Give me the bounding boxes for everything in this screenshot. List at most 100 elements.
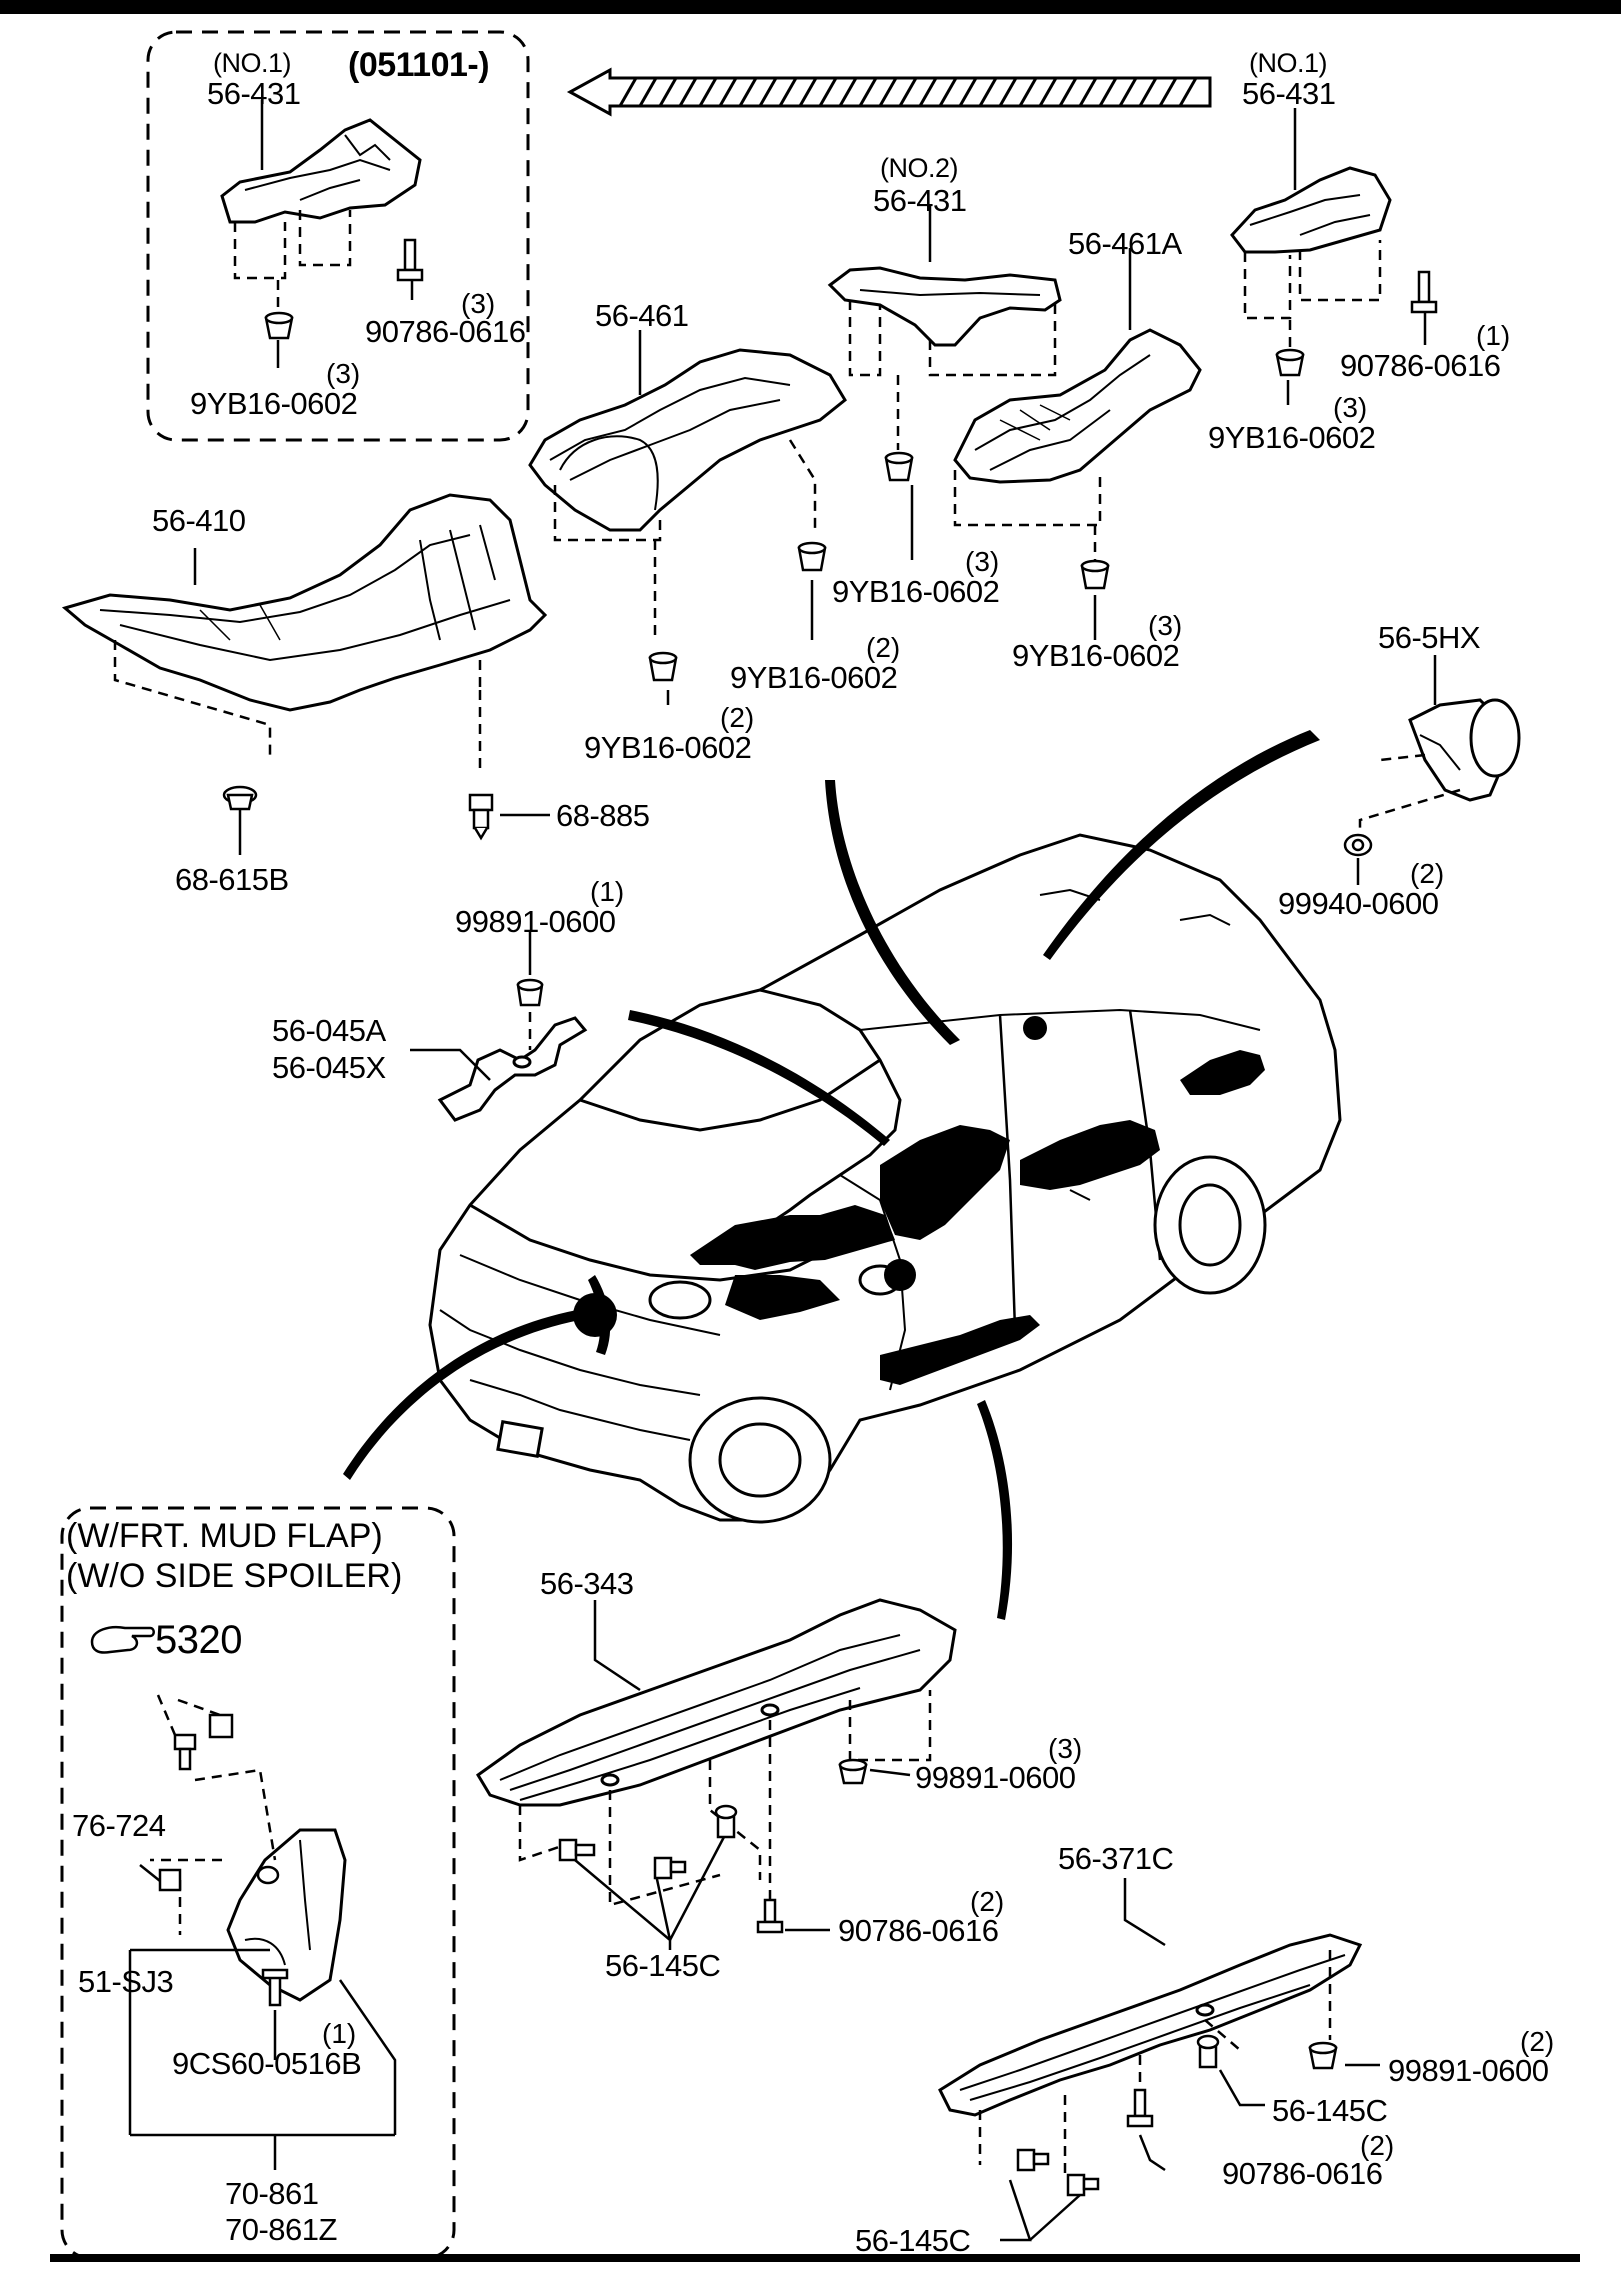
nut-9yb16-461-a bbox=[648, 651, 678, 682]
callout-56-145c-bottom: 56-145C bbox=[855, 2223, 971, 2258]
qty-9yb16-box: (3) bbox=[326, 358, 361, 389]
mud-flap-box bbox=[60, 1506, 456, 2260]
qty-90786-343: (2) bbox=[970, 1886, 1005, 1917]
change-arrow bbox=[566, 67, 1212, 117]
qty-9yb16-461a2: (2) bbox=[720, 702, 755, 733]
leader-lines-371c bbox=[978, 1950, 1332, 2180]
date-range-label: (051101-) bbox=[348, 46, 490, 84]
callout-90786-371c: 90786-0616 bbox=[1222, 2156, 1383, 2191]
qty-9yb16-461b: (2) bbox=[866, 632, 901, 663]
qty-9yb16-no2: (3) bbox=[965, 546, 1000, 577]
pointer-sweeps bbox=[343, 730, 1320, 1620]
qty-99891-343: (3) bbox=[1048, 1733, 1083, 1764]
part-56-5hx bbox=[1408, 698, 1521, 802]
qty-99891-371c: (2) bbox=[1520, 2026, 1555, 2057]
bolt-90786-right bbox=[1410, 270, 1438, 314]
callout-56-045x: 56-045X bbox=[272, 1050, 386, 1085]
callout-9cs60: 9CS60-0516B bbox=[172, 2046, 362, 2081]
nut-9yb16-box bbox=[264, 311, 294, 340]
leader-lines-5hx bbox=[1358, 753, 1461, 830]
callout-99891-top: 99891-0600 bbox=[455, 904, 616, 939]
leader-solid-no2 bbox=[910, 205, 932, 560]
callout-99891-371c: 99891-0600 bbox=[1388, 2053, 1549, 2088]
clips-56-145c-371c bbox=[1016, 2034, 1220, 2197]
bolt-90786-371c bbox=[1126, 2088, 1154, 2128]
callout-9yb16-box: 9YB16-0602 bbox=[190, 386, 358, 421]
qty-90786-right: (1) bbox=[1476, 320, 1511, 351]
bracket-56-045a bbox=[437, 1016, 588, 1122]
bolt-90786-box bbox=[396, 238, 424, 282]
leader-lines-no2 bbox=[848, 300, 1057, 450]
callout-68-615b: 68-615B bbox=[175, 862, 289, 897]
clips-56-145c-343 bbox=[558, 1804, 738, 1880]
leader-lines-045 bbox=[410, 930, 532, 1081]
leader-lines-461a bbox=[953, 470, 1102, 560]
callout-9yb16-461a: 9YB16-0602 bbox=[1012, 638, 1180, 673]
qty-90786-371c: (2) bbox=[1360, 2130, 1395, 2161]
qty-9yb16-461a: (3) bbox=[1148, 610, 1183, 641]
leader-lines-410 bbox=[113, 640, 482, 775]
callout-99891-343: 99891-0600 bbox=[915, 1760, 1076, 1795]
callout-56-431-right: 56-431 bbox=[1242, 76, 1336, 111]
leader-lines-right-431 bbox=[1243, 240, 1382, 352]
callout-51-sj3: 51-SJ3 bbox=[78, 1964, 174, 1999]
nut-99891-top bbox=[516, 978, 544, 1007]
leader-solid-5hx bbox=[1356, 655, 1437, 885]
callout-56-431-box: 56-431 bbox=[207, 76, 301, 111]
insulator-56-410 bbox=[61, 493, 548, 712]
callout-68-885: 68-885 bbox=[556, 798, 650, 833]
bolt-90786-343 bbox=[756, 1898, 784, 1934]
callout-9yb16-right: 9YB16-0602 bbox=[1208, 420, 1376, 455]
bottom-rule bbox=[50, 2254, 1580, 2262]
callout-90786-box: 90786-0616 bbox=[365, 314, 526, 349]
nut-9yb16-461-b bbox=[797, 541, 827, 572]
clips-mudflap bbox=[158, 1713, 289, 2007]
callout-no2: (NO.2) bbox=[880, 153, 959, 183]
undercover-56-371c bbox=[938, 1933, 1363, 2117]
nut-99891-343 bbox=[838, 1758, 868, 1785]
callout-56-145c-343: 56-145C bbox=[605, 1948, 721, 1983]
vehicle-shaded-areas bbox=[573, 1016, 1265, 1385]
insulator-56-431-right bbox=[1230, 166, 1392, 254]
qty-90786-box: (3) bbox=[461, 288, 496, 319]
callout-no1-box: (NO.1) bbox=[213, 48, 292, 78]
callout-56-371c: 56-371C bbox=[1058, 1841, 1174, 1876]
nut-99891-371c bbox=[1308, 2041, 1338, 2070]
option-box-051101 bbox=[146, 30, 530, 442]
leader-solid-410 bbox=[193, 548, 242, 855]
qty-99940: (2) bbox=[1410, 858, 1445, 889]
qty-9cs60: (1) bbox=[322, 2018, 357, 2049]
leader-solid-mudflap bbox=[128, 1864, 397, 2170]
callout-9yb16-461b: 9YB16-0602 bbox=[730, 660, 898, 695]
nut-9yb16-no2 bbox=[884, 451, 914, 482]
insulator-56-461 bbox=[528, 348, 847, 532]
nut-9yb16-461a bbox=[1080, 559, 1110, 590]
undercover-56-343 bbox=[476, 1598, 957, 1807]
mud-flap-condition-2: (W/O SIDE SPOILER) bbox=[66, 1557, 403, 1595]
clip-68-885 bbox=[468, 793, 550, 841]
nut-9yb16-right bbox=[1275, 348, 1305, 377]
callout-no1-right: (NO.1) bbox=[1249, 48, 1328, 78]
nut-68-615b bbox=[222, 785, 258, 811]
insulator-56-431-no2 bbox=[827, 266, 1062, 347]
insulator-56-431-box bbox=[220, 118, 422, 224]
callout-99940: 99940-0600 bbox=[1278, 886, 1439, 921]
leader-solid-461a bbox=[1093, 248, 1132, 640]
top-rule bbox=[0, 0, 1621, 14]
callout-90786-343: 90786-0616 bbox=[838, 1913, 999, 1948]
nut-99940 bbox=[1343, 833, 1373, 857]
leader-solid-461 bbox=[638, 330, 814, 705]
callout-70-861: 70-861 bbox=[225, 2176, 319, 2211]
leader-solid-343 bbox=[574, 1600, 911, 1950]
callout-56-410: 56-410 bbox=[152, 503, 246, 538]
callout-56-461a: 56-461A bbox=[1068, 226, 1182, 261]
qty-9yb16-right: (3) bbox=[1333, 392, 1368, 423]
callout-56-5hx: 56-5HX bbox=[1378, 620, 1481, 655]
pointing-hand-icon bbox=[90, 1625, 155, 1654]
callout-9yb16-no2: 9YB16-0602 bbox=[832, 574, 1000, 609]
leader-solid-371c bbox=[1000, 1878, 1380, 2242]
insulator-56-461a bbox=[953, 328, 1202, 484]
callout-76-724: 76-724 bbox=[72, 1808, 166, 1843]
callout-56-145c-371c: 56-145C bbox=[1272, 2093, 1388, 2128]
